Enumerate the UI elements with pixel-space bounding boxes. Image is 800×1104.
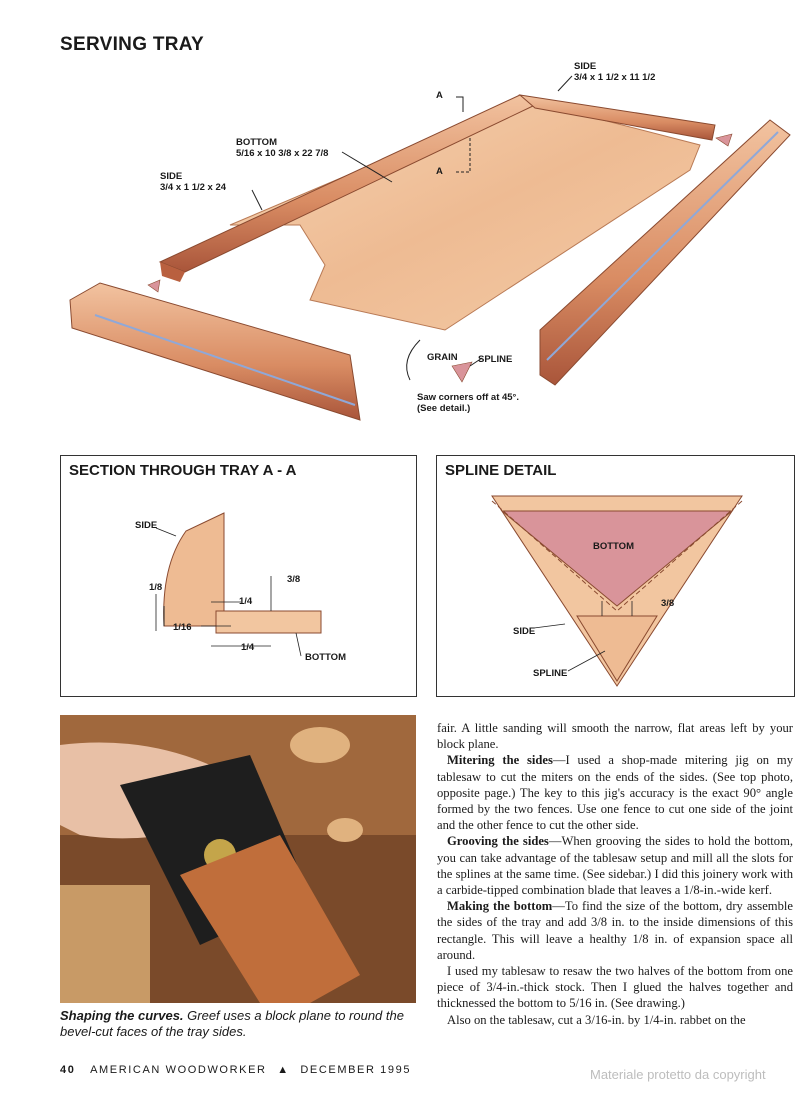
tray-side-right-long [539,119,791,386]
magazine-name: AMERICAN WOODWORKER [90,1064,267,1076]
label-grain: GRAIN [427,352,458,363]
section-dim-1-4-bottom: 1/4 [241,642,255,653]
article-paragraph: fair. A little sanding will smooth the n… [437,721,793,752]
copyright-watermark: Materiale protetto da copyright [590,1067,766,1082]
article-paragraph: Also on the tablesaw, cut a 3/16-in. by … [447,1012,746,1027]
spline-piece [451,361,473,383]
spline-detail-label-spline: SPLINE [533,668,568,679]
photo-caption: Shaping the curves. Greef uses a block p… [60,1008,404,1039]
section-label-bottom: BOTTOM [305,652,346,663]
spline-detail-label-side: SIDE [513,626,536,637]
label-section-a-mid: A [436,166,443,177]
spline-detail-box: SPLINE DETAIL BOTTOM 3/8 SIDE SPLINE [436,455,795,697]
article-paragraph: Making the bottom—To find the size of th… [437,899,793,962]
photo-block-plane [60,715,416,1003]
spline-detail-drawing [491,495,743,687]
spline-detail-dim-3-8: 3/8 [661,598,675,609]
article-paragraph: I used my tablesaw to resaw the two halv… [437,964,793,1011]
page-number: 40 [60,1064,76,1076]
exploded-view-illustration [69,75,791,421]
article-paragraph: Grooving the sides—When grooving the sid… [437,834,794,898]
section-dim-1-4-top: 1/4 [239,596,253,607]
section-title: SECTION THROUGH TRAY A - A [69,462,297,479]
section-dim-1-16: 1/16 [173,622,192,633]
section-label-side: SIDE [135,520,158,531]
label-section-a-top: A [436,90,443,101]
article-paragraph: Mitering the sides—I used a shop-made mi… [437,753,793,833]
article-body: fair. A little sanding will smooth the n… [437,720,793,1028]
photo-illustration [60,715,416,1003]
page-footer: 40 AMERICAN WOODWORKER ▲ DECEMBER 1995 [60,1064,411,1076]
spline-detail-label-bottom: BOTTOM [593,541,634,552]
section-dim-3-8: 3/8 [287,574,301,585]
spline-detail-title: SPLINE DETAIL [445,462,557,479]
issue-date: DECEMBER 1995 [300,1064,412,1076]
triangle-icon: ▲ [277,1064,290,1076]
label-saw-note: Saw corners off at 45°.(See detail.) [417,392,519,414]
tray-side-front [69,282,361,421]
page-title: SERVING TRAY [60,34,205,55]
label-spline: SPLINE [478,354,513,365]
section-dim-1-8: 1/8 [149,582,163,593]
tray-side-right [518,94,716,141]
section-diagram-box: SECTION THROUGH TRAY A - A SIDE 1/8 1/4 … [60,455,417,697]
section-drawing [155,512,322,657]
